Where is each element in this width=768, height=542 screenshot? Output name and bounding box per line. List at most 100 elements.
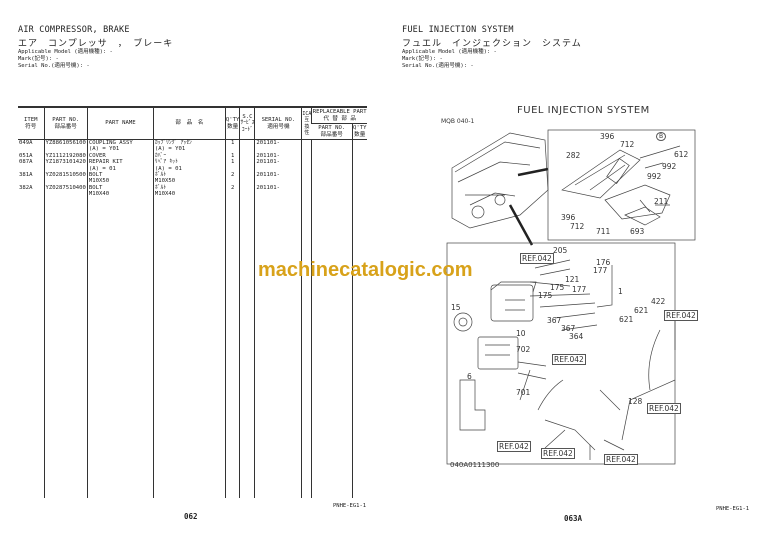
part-callout: 702	[516, 345, 531, 354]
cell-part-name: BOLT	[86, 172, 154, 179]
cell-part-name: (A) = Y01	[86, 146, 154, 153]
cell-rep-part-no	[311, 184, 352, 192]
cell-serial	[254, 178, 302, 185]
right-mark: Mark(記号): -	[402, 56, 443, 62]
cell-ica	[301, 139, 312, 147]
right-title-en: FUEL INJECTION SYSTEM	[402, 25, 514, 35]
header-sc: S.C ｻｰﾋﾞｽ ｺｰﾄﾞ	[239, 106, 255, 140]
cell-qty	[224, 165, 240, 173]
part-callout: 711	[596, 227, 611, 236]
part-callout: 205	[553, 246, 568, 255]
header-serial: SERIAL NO. 適用号機	[254, 106, 302, 140]
cell-rep-part-no	[311, 159, 352, 166]
part-callout: 422	[651, 297, 666, 306]
part-callout: 693	[630, 227, 645, 236]
cell-sc	[239, 172, 255, 179]
empty-cell	[254, 197, 302, 498]
part-callout: 992	[647, 172, 662, 181]
cell-serial	[254, 191, 302, 198]
cell-rep-qty	[351, 139, 367, 147]
empty-cell	[301, 197, 312, 498]
cell-item: 051A	[19, 152, 33, 159]
cell-qty: 1	[224, 152, 240, 160]
cell-rep-qty	[351, 159, 367, 166]
reference-callout: REF.042	[541, 448, 575, 459]
cell-sc	[239, 191, 255, 198]
part-callout: 15	[451, 303, 461, 312]
parts-table: ITEM 符号 PART NO. 部品番号 PART NAME 部 品 名 Q'…	[18, 106, 367, 498]
cell-ica	[301, 178, 312, 185]
reference-callout: REF.042	[647, 403, 681, 414]
cell-rep-qty	[351, 172, 367, 179]
empty-cell	[43, 197, 88, 498]
cell-rep-qty	[351, 178, 367, 185]
cell-rep-part-no	[311, 152, 352, 160]
header-part-name-jp: 部 品 名	[152, 106, 226, 140]
part-callout: 6	[467, 372, 472, 381]
cell-sc	[239, 165, 255, 173]
part-callout: 128	[628, 397, 643, 406]
diagram-title: FUEL INJECTION SYSTEM	[517, 105, 650, 116]
empty-cell	[224, 197, 240, 498]
left-serial-no: Serial No.(適用号機): -	[18, 63, 90, 69]
cell-sc	[239, 139, 255, 147]
part-callout: 364	[569, 332, 584, 341]
empty-cell	[239, 197, 255, 498]
part-callout: 211	[654, 197, 669, 206]
part-callout: 175	[550, 283, 565, 292]
cell-rep-part-no	[311, 178, 352, 185]
part-callout: 621	[634, 306, 649, 315]
detail-box-lower	[446, 242, 676, 465]
part-callout: 712	[620, 140, 635, 149]
figure-number: 040A0111300	[450, 461, 500, 469]
cell-sc	[239, 152, 255, 160]
cell-rep-part-no	[311, 165, 352, 173]
cell-part-no: YZ0287510400	[43, 184, 88, 192]
cell-qty: 1	[224, 159, 240, 166]
cell-ica	[301, 184, 312, 192]
empty-cell	[351, 197, 367, 498]
header-rep-qty: Q'TY 数量	[351, 123, 367, 140]
cell-part-name-jp: ｶﾊﾞｰ	[152, 152, 226, 160]
cell-part-name: M10X50	[86, 178, 154, 185]
part-callout: 396	[561, 213, 576, 222]
part-callout: 176	[596, 258, 611, 267]
cell-part-no	[43, 178, 88, 185]
cell-sc	[239, 159, 255, 166]
cell-serial: 201101-	[254, 172, 302, 179]
cell-qty	[224, 191, 240, 198]
reference-callout: REF.042	[664, 310, 698, 321]
part-callout: 612	[674, 150, 689, 159]
diagram-model: MQB 040-1	[441, 118, 475, 125]
reference-callout: REF.042	[604, 454, 638, 465]
header-part-no: PART NO. 部品番号	[43, 106, 88, 140]
cell-sc	[239, 178, 255, 185]
engine-outline	[451, 132, 549, 229]
cell-ica	[301, 152, 312, 160]
part-callout: 1	[618, 287, 623, 296]
cell-part-no	[43, 165, 88, 173]
table-row: (A) = Y01(A) = Y01	[18, 146, 367, 153]
cell-rep-qty	[351, 191, 367, 198]
cell-ica	[301, 172, 312, 179]
part-callout: 10	[516, 329, 526, 338]
cell-part-no: YZ0281510500	[43, 172, 88, 179]
cell-rep-part-no	[311, 146, 352, 153]
cell-ica	[301, 159, 312, 166]
empty-cell	[311, 197, 352, 498]
cell-part-name: COUPLING ASSY	[86, 139, 154, 147]
header-replaceable: REPLACEABLE PART 代 替 部 品	[311, 106, 367, 124]
cell-item: 049A	[19, 140, 33, 146]
part-callout: 396	[600, 132, 615, 141]
header-ica: ICA 互換性	[301, 106, 312, 140]
part-callout: 992	[662, 162, 677, 171]
right-page-number: 063A	[564, 514, 583, 523]
part-callout: 282	[566, 151, 581, 160]
cell-part-name-jp: M10X50	[152, 178, 226, 185]
cell-qty: 1	[224, 139, 240, 147]
header-qty: Q'TY 数量	[224, 106, 240, 140]
